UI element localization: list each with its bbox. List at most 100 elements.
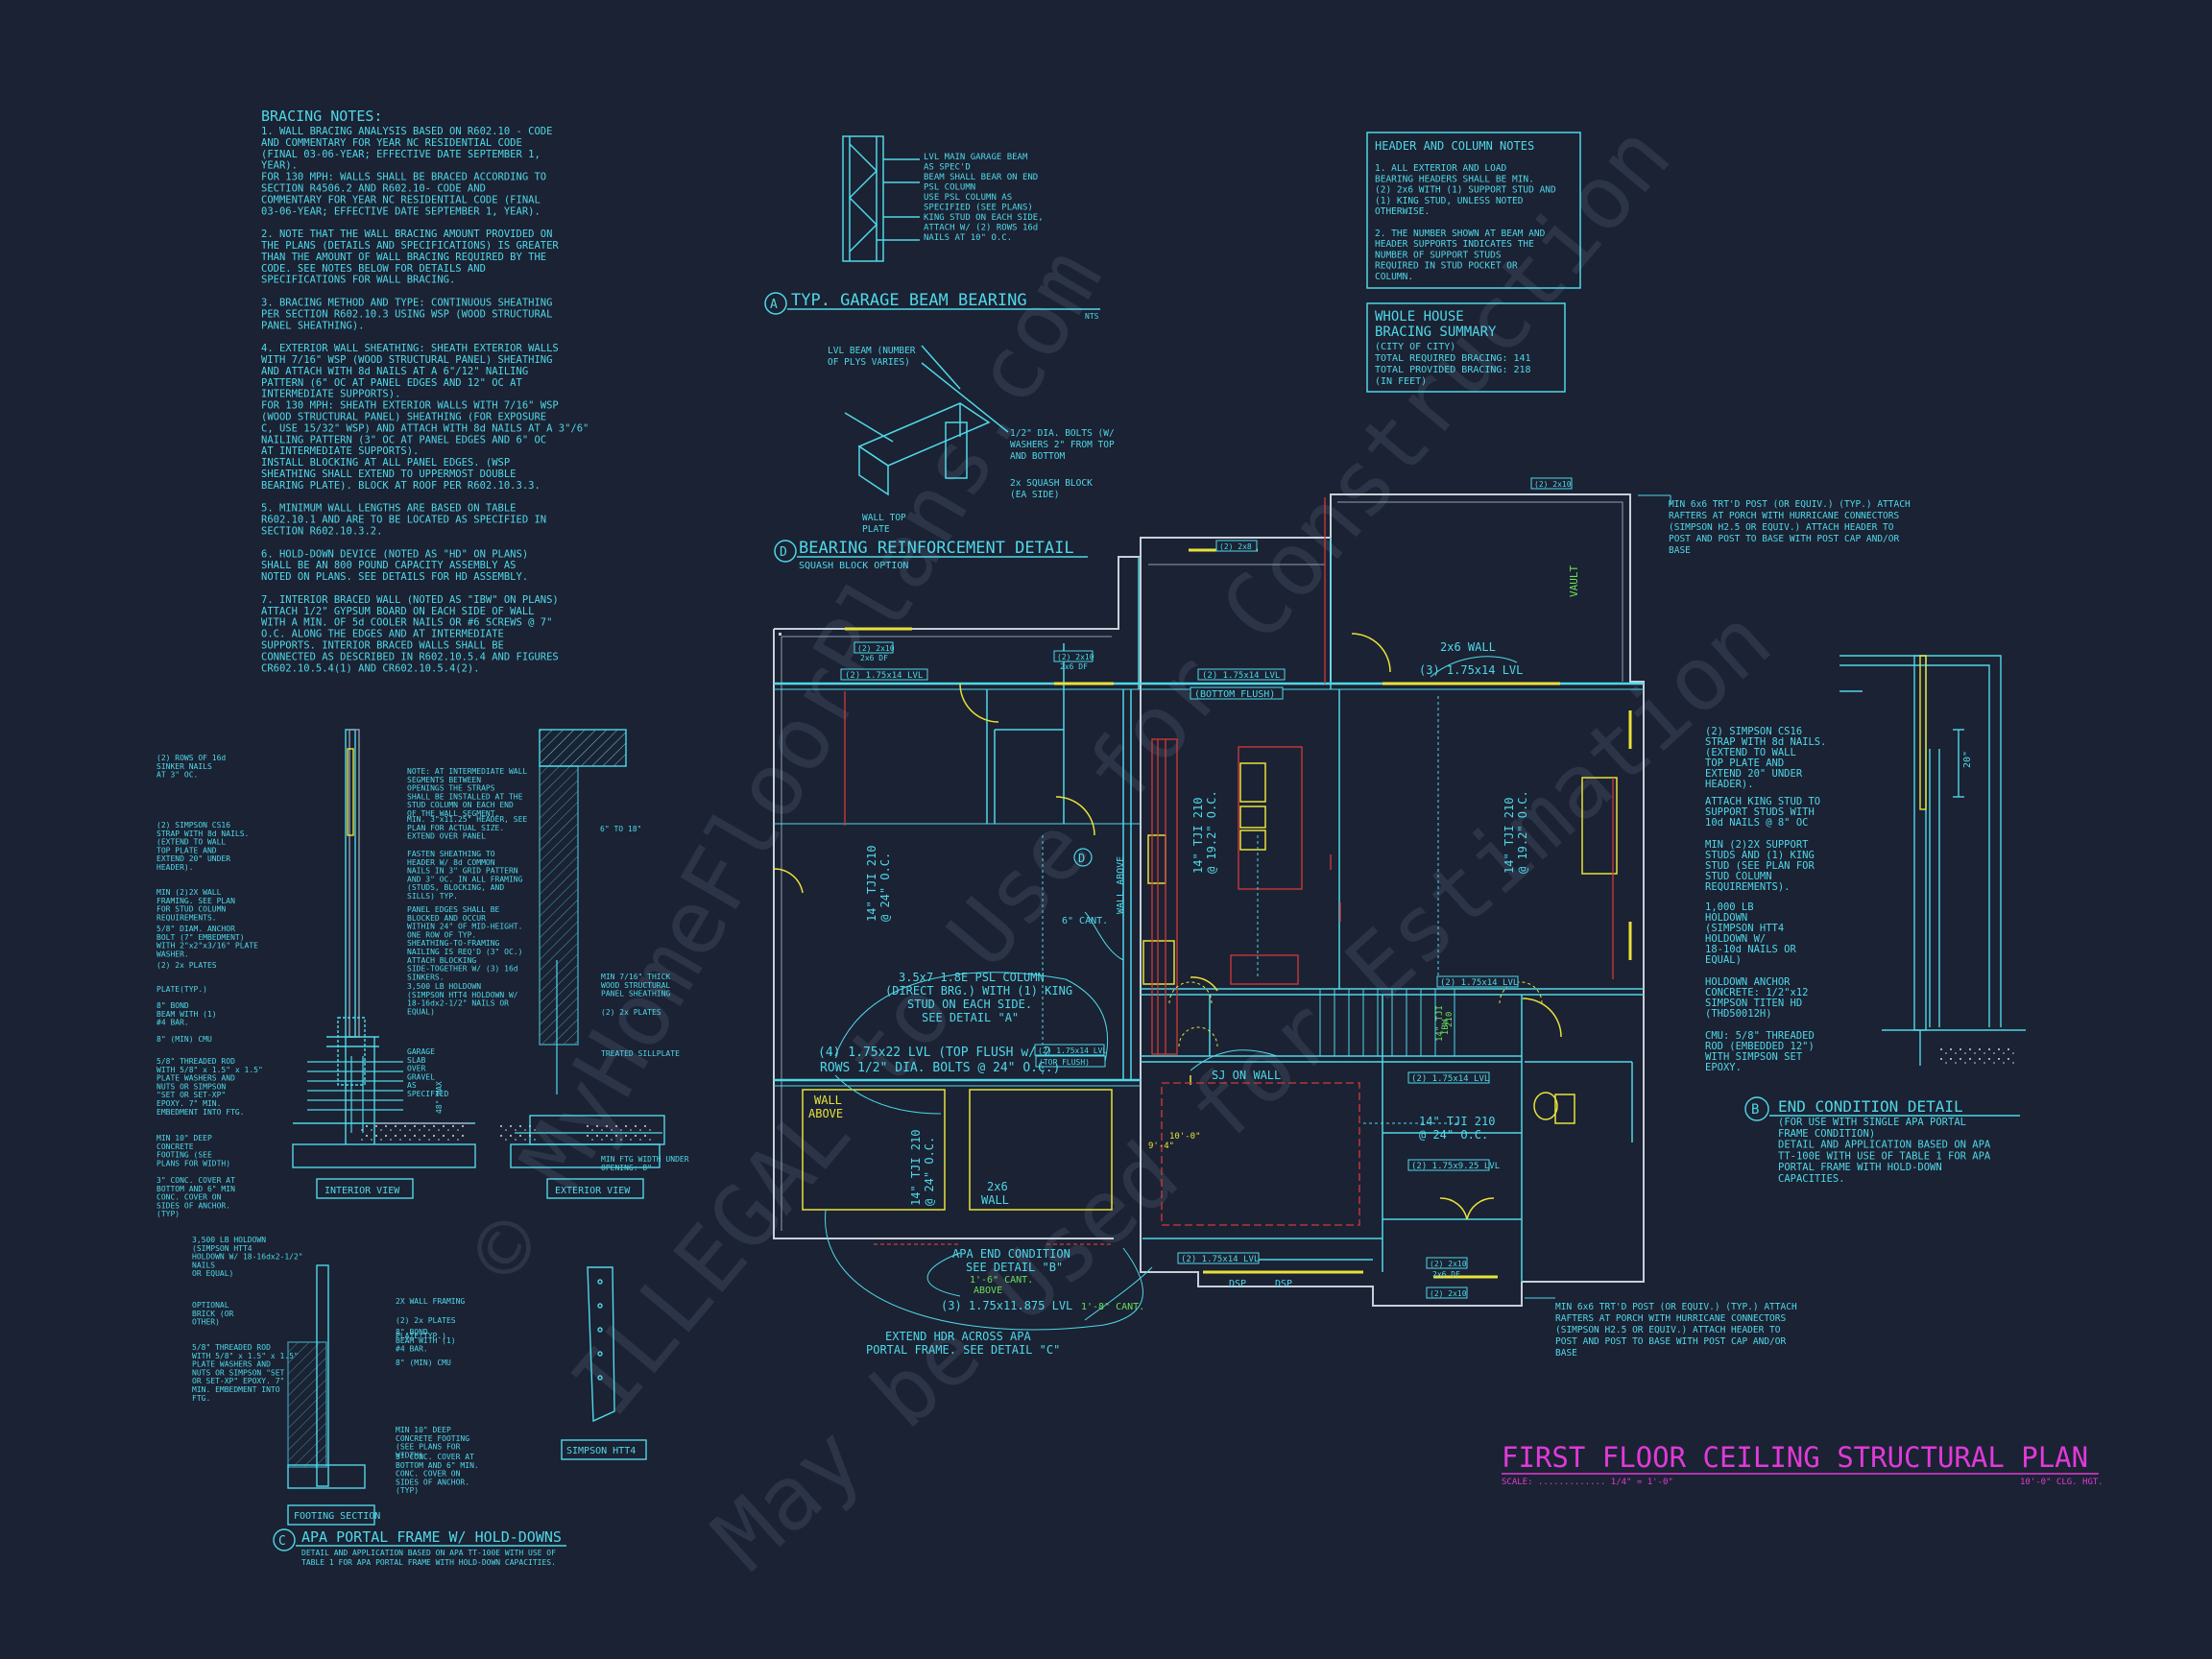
bracing-note-line-14: SPECIFICATIONS FOR WALL BRACING. [261,275,455,286]
bracing-note-line-4: YEAR). [261,160,298,172]
bracing-note-line-44: WITH A MIN. OF 5d COOLER NAILS OR #6 SCR… [261,617,552,629]
exterior-view-label: EXTERIOR VIEW [555,1186,631,1196]
detail-c-left-note-10-1: MIN 10" DEEP [156,1134,212,1142]
header-column-note-line-4: (1) KING STUD, UNLESS NOTED [1375,196,1524,206]
detail-c-mid-note-4-6: NAILING IS REQ'D (3" OC.) [407,948,522,956]
footing-left-note-1-5: OR EQUAL) [192,1269,233,1278]
detail-b-callout-6-2: ROD (EMBEDDED 12") [1705,1041,1815,1052]
detail-b-dim: 20" [1962,751,1973,768]
detail-c-left-note-6-1: PLATE(TYP.) [156,985,207,994]
psl-column-2: (DIRECT BRG.) WITH (1) KING [885,984,1072,998]
detail-c-left-note-2-4: TOP PLATE AND [156,846,217,854]
plan-title: FIRST FLOOR CEILING STRUCTURAL PLAN [1502,1441,2088,1474]
detail-c-mid-note-2-2: PLAN FOR ACTUAL SIZE. [407,824,504,832]
plan-ceiling-height: 10'-0" CLG. HGT. [2020,1478,2104,1487]
detail-d-plate-note-1: WALL TOP [862,513,906,523]
detail-b-callout-3-4: STUD COLUMN [1705,871,1772,882]
detail-c-right-note-1-1: MIN 7/16" THICK [601,973,670,981]
bracing-note-line-1: 1. WALL BRACING ANALYSIS BASED ON R602.1… [261,126,552,137]
detail-d-marker [774,540,797,563]
lvl-2-175x14-c: (2) 1.75x14 LVL [1440,978,1518,988]
detail-b-callout-2-2: SUPPORT STUDS WITH [1705,806,1815,818]
header-column-note-line-3: (2) 2x6 WITH (1) SUPPORT STUD AND [1375,185,1556,196]
detail-c-left-note-3-2: FRAMING. SEE PLAN [156,897,235,905]
detail-b-callout-4-3: (SIMPSON HTT4 [1705,923,1784,934]
detail-c-mid-note-3-6: SILLS) TYP. [407,892,458,901]
detail-b-marker-letter: B [1751,1102,1759,1118]
bracing-note-line-13: CODE. SEE NOTES BELOW FOR DETAILS AND [261,263,486,275]
bracing-summary-line-2: TOTAL REQUIRED BRACING: 141 [1375,353,1531,364]
detail-c-left-note-4-3: WITH 2"x2"x3/16" PLATE [156,942,258,950]
detail-c-left-note-4-2: BOLT (7" EMBEDMENT) [156,933,245,942]
apa-end-2: SEE DETAIL "B" [966,1261,1063,1274]
interior-view-label: INTERIOR VIEW [325,1186,400,1196]
detail-c-mid-note-4-2: BLOCKED AND OCCUR [407,914,486,923]
detail-c-left-note-4-1: 5/8" DIAM. ANCHOR [156,925,235,933]
hdr-small-e: (2) 2x10 [1057,653,1094,661]
detail-a-note-line-7: KING STUD ON EACH SIDE, [924,213,1044,223]
detail-c-mid-note-6-3: OVER [407,1065,425,1073]
simpson-htt4-label: SIMPSON HTT4 [566,1446,636,1456]
footing-right-note-4-3: #4 BAR. [396,1345,428,1354]
plan-scale: SCALE: ............. 1/4" = 1'-0" [1502,1478,1673,1487]
detail-c-mid-note-6-2: SLAB [407,1056,425,1065]
vault-label: VAULT [1568,565,1580,597]
detail-c-left-note-3-3: FOR STUD COLUMN [156,905,226,914]
detail-b-callout-1-6: HEADER). [1705,779,1754,790]
detail-c-mid-note-1-3: OPENINGS THE STRAPS [407,784,495,793]
detail-a-marker [764,292,787,315]
detail-c-mid-note-3-2: HEADER W/ 8d COMMON [407,858,495,867]
detail-a-note-line-4: PSL COLUMN [924,183,975,193]
footing-right-note-7-4: SIDES OF ANCHOR. [396,1478,469,1486]
detail-c-mid-note-4-3: WITHIN 24" OF MID-HEIGHT. [407,923,522,931]
bracing-note-line-16: 3. BRACING METHOD AND TYPE: CONTINUOUS S… [261,298,552,309]
detail-b-callout-1-5: EXTEND 20" UNDER [1705,768,1803,780]
header-column-note-line-11: COLUMN. [1375,272,1413,282]
detail-c-gravel [361,1046,2016,1142]
detail-c-left-note-7-2: BEAM WITH (1) [156,1010,217,1019]
footing-right-note-5-1: 8" (MIN) CMU [396,1358,451,1367]
detail-c-mid-note-2-3: EXTEND OVER PANEL [407,832,486,841]
footing-right-note-6-1: MIN 10" DEEP [396,1426,451,1434]
dim-9-4: 9'-4" [1148,1142,1174,1151]
detail-d-bolts-note-1: 1/2" DIA. BOLTS (W/ [1010,428,1115,439]
footing-left-note-3-4: NUTS OR SIMPSON "SET [192,1368,285,1377]
hdr-small-a: (2) 2x10 [1534,480,1572,489]
detail-c-mid-note-4-8: SIDE-TOGETHER W/ (3) 16d [407,965,518,974]
detail-c-portal-frame [273,729,665,1551]
detail-a-note-line-9: NAILS AT 10" O.C. [924,233,1012,243]
hdr-small-d: (2) 2x10 [1430,1260,1467,1268]
detail-c-mid-note-6-6: SPECIFIED [407,1090,449,1098]
tji-right-2: @ 19.2" O.C. [1516,790,1529,874]
tji-left: 14" TJI 210 [865,846,878,922]
bracing-note-line-26: (WOOD STRUCTURAL PANEL) SHEATHING (FOR E… [261,412,546,423]
detail-b-callout-1-1: (2) SIMPSON CS16 [1705,726,1802,737]
detail-c-left-note-9-6: EPOXY. 7" MIN. [156,1099,221,1108]
detail-c-mid-note-6-5: AS [407,1081,417,1090]
detail-c-desc-2: TABLE 1 FOR APA PORTAL FRAME WITH HOLD-D… [301,1558,556,1567]
detail-a-note-line-5: USE PSL COLUMN AS [924,193,1012,203]
header-column-note-line-9: NUMBER OF SUPPORT STUDS [1375,250,1502,260]
cant-6: 6" CANT. [1062,916,1108,926]
lvl-2-175x9: (2) 1.75x9.25 LVL [1411,1162,1500,1171]
porch-note-top-2: RAFTERS AT PORCH WITH HURRICANE CONNECTO… [1669,511,1899,521]
detail-b-callout-4-4: HOLDOWN W/ [1705,933,1766,945]
bracing-note-line-45: O.C. ALONG THE EDGES AND AT INTERMEDIATE [261,629,504,640]
detail-c-mid-note-6-4: GRAVEL [407,1072,435,1081]
detail-a-garage-beam-bearing [764,135,1100,315]
detail-c-left-note-9-4: NUTS OR SIMPSON [156,1082,226,1091]
porch-note-top-3: (SIMPSON H2.5 OR EQUIV.) ATTACH HEADER T… [1669,522,1894,533]
psl-column-3: STUD ON EACH SIDE. [907,998,1032,1011]
bracing-note-line-43: ATTACH 1/2" GYPSUM BOARD ON EACH SIDE OF… [261,606,534,617]
detail-d-squash-note-2: (EA SIDE) [1010,490,1059,500]
porch-note-top-5: BASE [1669,545,1691,556]
beam-label-boxes [840,477,1573,1299]
bracing-note-line-47: CONNECTED AS DESCRIBED IN R602.10.5.4 AN… [261,651,559,662]
detail-a-note-line-6: SPECIFIED (SEE PLANS) [924,204,1033,213]
cant-1-6-2: ABOVE [974,1286,1002,1296]
tji-garage: 14" TJI 210 [909,1130,923,1206]
footing-left-note-2-2: BRICK (OR [192,1310,234,1318]
detail-c-left-note-9-7: EMBEDMENT INTO FTG. [156,1108,245,1117]
